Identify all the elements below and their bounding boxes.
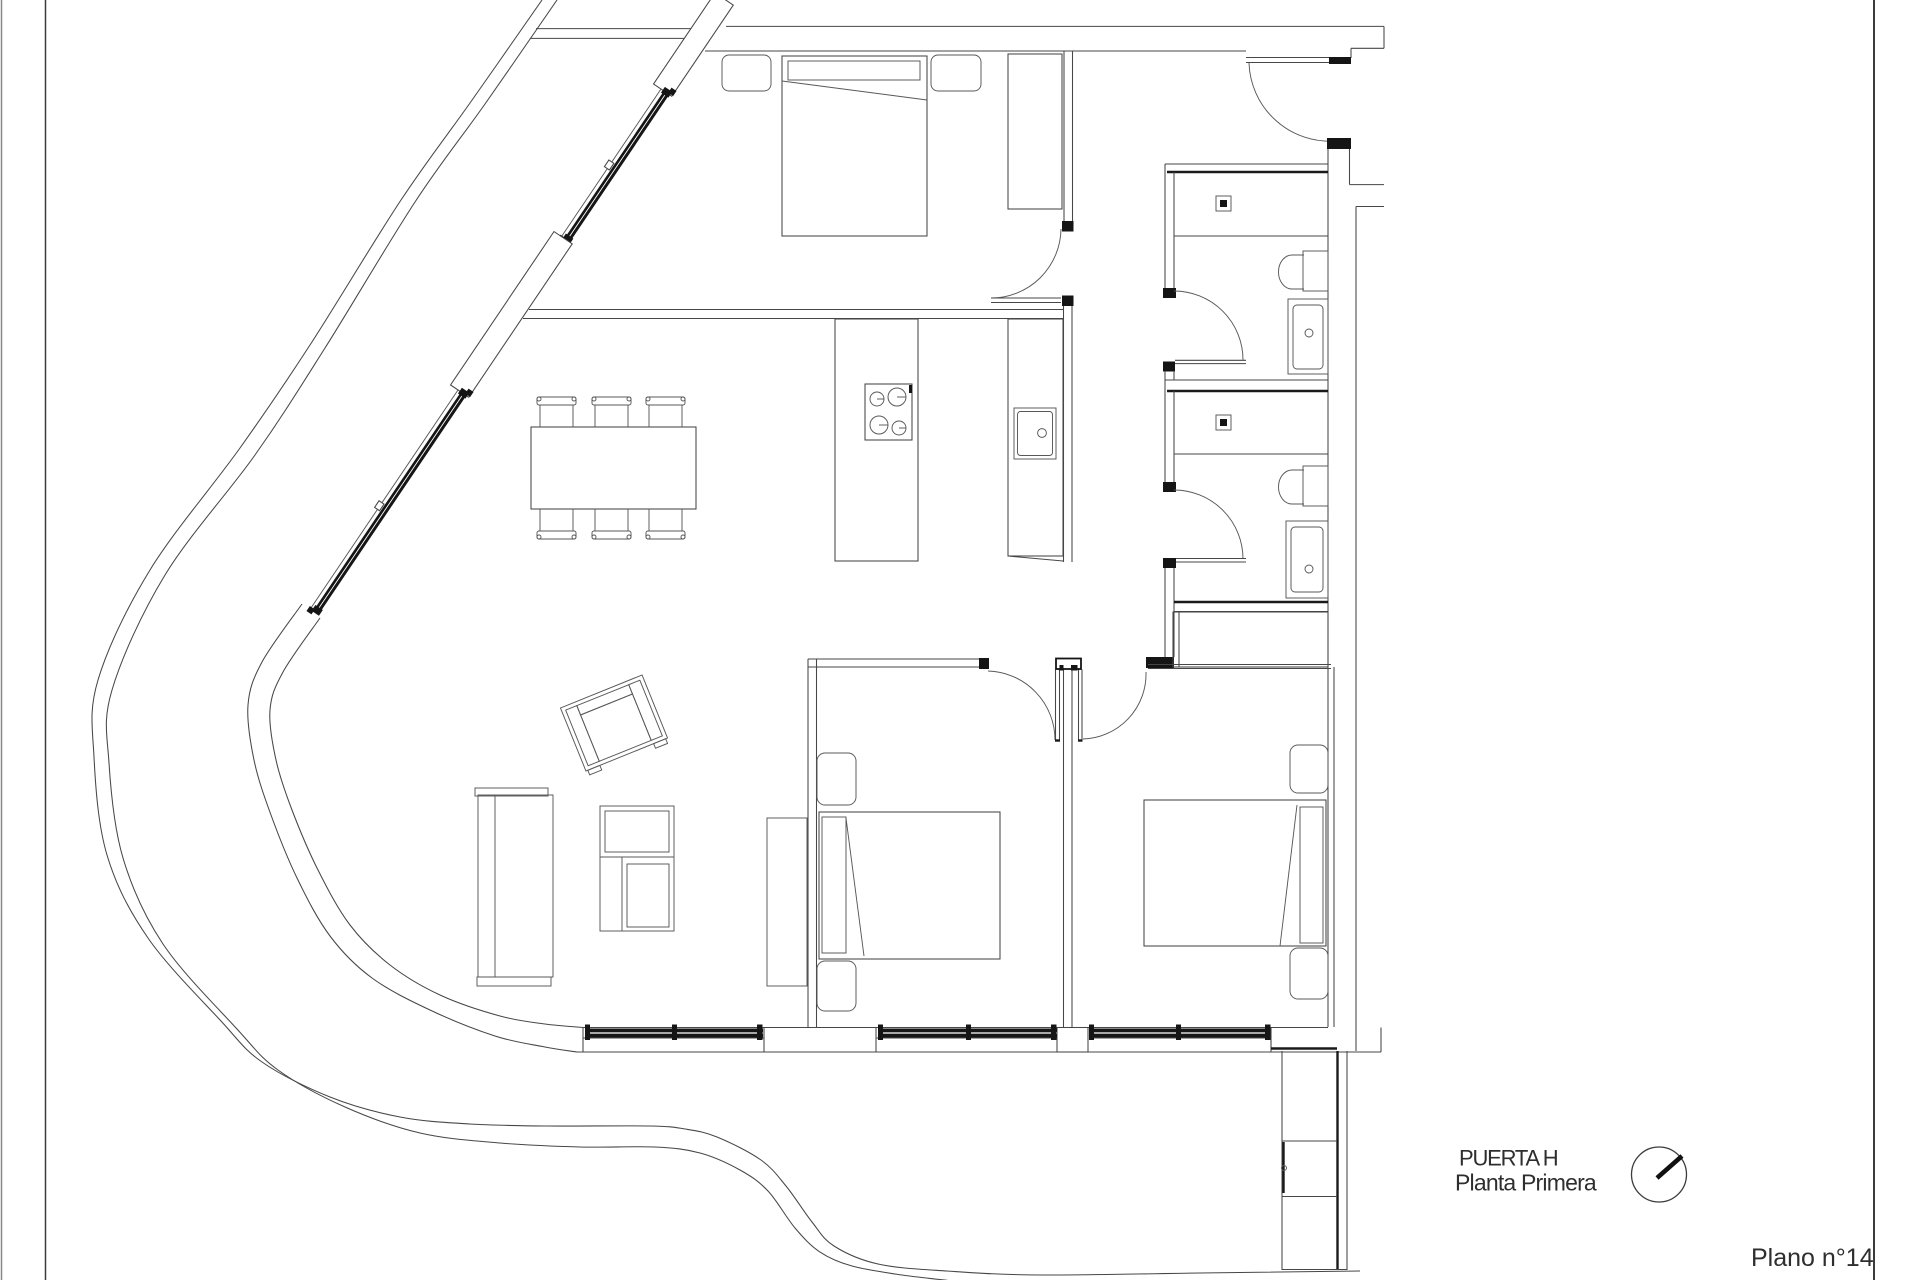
- svg-text:PUERTA H: PUERTA H: [1459, 1146, 1558, 1171]
- svg-text:Plano n°14: Plano n°14: [1751, 1244, 1874, 1272]
- svg-text:Planta Primera: Planta Primera: [1455, 1170, 1597, 1196]
